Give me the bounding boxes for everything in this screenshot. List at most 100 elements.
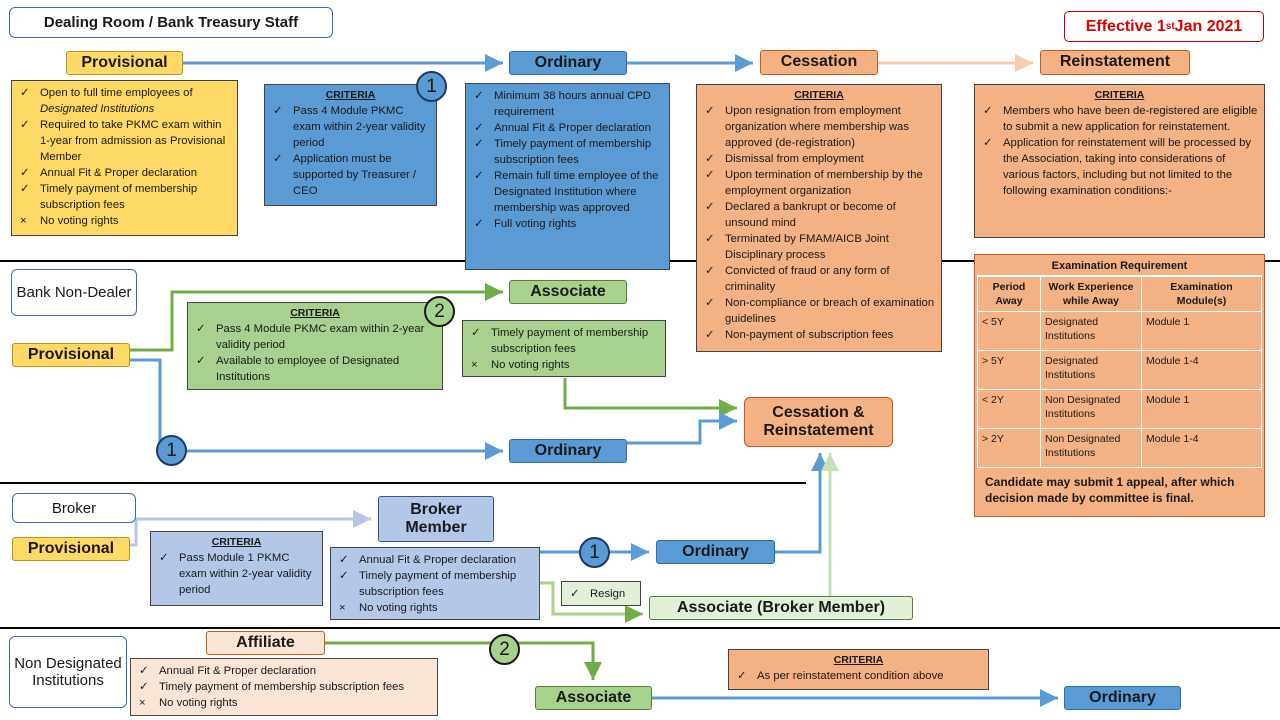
table-header: Examination Module(s) xyxy=(1141,276,1262,312)
divider-line xyxy=(0,482,806,484)
check-icon: ✓ xyxy=(705,201,715,213)
effective-suffix: Jan 2021 xyxy=(1174,17,1243,35)
list-item: ✓Timely payment of membership subscripti… xyxy=(337,568,533,600)
list-item: ✓ Declared a bankrupt or become of unsoun… xyxy=(703,199,935,231)
item-text: Dismissal from employment xyxy=(725,153,864,165)
stage-associate-bnd: Associate xyxy=(509,280,627,304)
list-item: ✓ As per reinstatement condition above xyxy=(735,668,982,684)
criteria-heading: CRITERIA xyxy=(794,89,844,101)
item-text: Timely payment of membership subscriptio… xyxy=(40,183,198,211)
stage-associate-broker-member: Associate (Broker Member) xyxy=(649,596,913,620)
item-text: Open to full time employees of xyxy=(40,87,193,99)
table-row: > 2Y Non Designated Institutions Module … xyxy=(977,428,1262,468)
table-header: Period Away xyxy=(977,276,1041,312)
check-icon: ✓ xyxy=(737,670,747,682)
item-text: Timely payment of membership subscriptio… xyxy=(494,138,652,166)
table-cell: Module 1 xyxy=(1141,311,1262,351)
item-text: Non-payment of subscription fees xyxy=(725,329,894,341)
check-icon: ✓ xyxy=(705,153,715,165)
provisional-dealing-card: ✓Open to full time employees of Designat… xyxy=(11,80,238,236)
check-icon: ✓ xyxy=(471,327,481,339)
stage-ordinary-nd: Ordinary xyxy=(1064,686,1181,710)
step-circle-1: 1 xyxy=(156,435,187,466)
reinstatement-list: ✓Members who have been de-registered are… xyxy=(981,103,1258,199)
arrow-ordinary-to-cessation-bnd xyxy=(627,412,737,445)
stage-affiliate: Affiliate xyxy=(206,631,325,655)
check-icon: ✓ xyxy=(705,329,715,341)
check-icon: ✓ xyxy=(20,167,30,179)
check-icon: ✓ xyxy=(705,297,715,309)
item-text: No voting rights xyxy=(359,602,438,614)
check-icon: ✓ xyxy=(159,552,169,564)
list-item: ✓Open to full time employees of Designat… xyxy=(18,85,231,117)
item-text: Minimum 38 hours annual CPD requirement xyxy=(494,90,651,118)
criteria-list: ✓Pass Module 1 PKMC exam within 2-year v… xyxy=(157,550,316,598)
effective-sup: st xyxy=(1165,21,1175,32)
exam-table: Period Away Work Experience while Away E… xyxy=(977,276,1262,468)
table-header: Work Experience while Away xyxy=(1040,276,1142,312)
affiliate-list: ✓Annual Fit & Proper declaration ✓Timely… xyxy=(137,663,431,711)
section-title-broker: Broker xyxy=(12,493,136,523)
item-text: As per reinstatement condition above xyxy=(757,670,944,682)
check-icon: ✓ xyxy=(196,355,206,367)
list-item: ✓Annual Fit & Proper declaration xyxy=(137,663,431,679)
check-icon: ✓ xyxy=(705,233,715,245)
criteria-list: ✓ As per reinstatement condition above xyxy=(735,668,982,684)
check-icon: ✓ xyxy=(705,169,715,181)
arrow-associate-to-cessation xyxy=(563,378,737,417)
check-icon: ✓ xyxy=(705,265,715,277)
item-text: Pass 4 Module PKMC exam within 2-year va… xyxy=(216,323,425,351)
list-item: ✓Annual Fit & Proper declaration xyxy=(18,165,231,181)
check-icon: ✓ xyxy=(20,119,30,131)
list-item: ✓Pass 4 Module PKMC exam within 2-year v… xyxy=(194,321,436,353)
list-item: ✓Minimum 38 hours annual CPD requirement xyxy=(472,88,663,120)
check-icon: ✓ xyxy=(20,183,30,195)
check-icon: ✓ xyxy=(139,665,149,677)
stage-associate-nd: Associate xyxy=(535,686,652,710)
table-cell: Designated Institutions xyxy=(1040,350,1142,390)
table-cell: Non Designated Institutions xyxy=(1040,389,1142,429)
item-text: Available to employee of Designated Inst… xyxy=(216,355,400,383)
check-icon: ✓ xyxy=(339,570,349,582)
item-text: Resign xyxy=(590,588,626,600)
check-icon: ✓ xyxy=(474,170,484,182)
item-text: Application for reinstatement will be pr… xyxy=(1003,137,1252,197)
item-text: Timely payment of membership subscriptio… xyxy=(491,327,649,355)
stage-ordinary-dealing: Ordinary xyxy=(509,51,627,75)
list-item: ✓Upon resignation from employment organi… xyxy=(703,103,935,151)
section-title-non-designated: Non Designated Institutions xyxy=(9,636,127,708)
list-item: ✓ Full voting rights xyxy=(472,216,663,232)
table-cell: Module 1-4 xyxy=(1141,350,1262,390)
check-icon: ✓ xyxy=(20,87,30,99)
check-icon: ✓ xyxy=(983,105,993,117)
divider-line xyxy=(0,627,1280,629)
step-circle-2: 2 xyxy=(489,634,520,665)
effective-prefix: Effective 1 xyxy=(1085,17,1166,35)
cross-icon: × xyxy=(20,215,27,227)
check-icon: ✓ xyxy=(474,218,484,230)
stage-provisional-dealing: Provisional xyxy=(66,51,183,75)
stage-cessation: Cessation xyxy=(760,50,878,75)
criteria-heading: CRITERIA xyxy=(211,536,262,548)
check-icon: ✓ xyxy=(273,105,283,117)
stage-cessation-reinstatement: Cessation & Reinstatement xyxy=(744,397,893,447)
stage-ordinary-bnd: Ordinary xyxy=(509,439,627,463)
list-item: ✓Application for reinstatement will be p… xyxy=(981,135,1258,199)
cross-icon: × xyxy=(471,359,478,371)
provisional-dealing-list: ✓Open to full time employees of Designat… xyxy=(18,85,231,229)
list-item: ✓Application must be supported by Treasu… xyxy=(271,151,430,199)
criteria-heading: CRITERIA xyxy=(290,307,340,319)
item-text: Pass 4 Module PKMC exam within 2-year va… xyxy=(293,105,426,149)
item-text: Full voting rights xyxy=(494,218,577,230)
table-cell: Designated Institutions xyxy=(1040,311,1142,351)
list-item: ✓Upon termination of membership by the e… xyxy=(703,167,935,199)
ordinary-list: ✓Minimum 38 hours annual CPD requirement… xyxy=(472,88,663,232)
criteria-list: ✓ Pass 4 Module PKMC exam within 2-year v… xyxy=(194,321,436,385)
item-text: Convicted of fraud or any form of crimin… xyxy=(725,265,890,293)
item-text: Declared a bankrupt or become of unsound… xyxy=(725,201,896,229)
list-item: ✓ Non-payment of subscription fees xyxy=(703,327,935,343)
stage-broker-member: Broker Member xyxy=(378,496,494,542)
associate-list: ✓ Timely payment of membership subscripti… xyxy=(469,325,659,373)
broker-criteria-card: CRITERIA ✓Pass Module 1 PKMC exam within… xyxy=(150,531,323,606)
criteria-list: ✓ Pass 4 Module PKMC exam within 2-year v… xyxy=(271,103,430,199)
